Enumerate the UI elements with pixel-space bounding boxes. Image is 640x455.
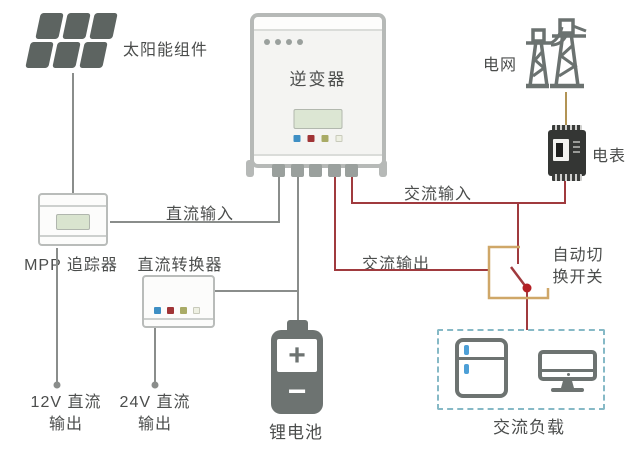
inverter-status-leds: [293, 135, 343, 142]
meter-icon: [552, 174, 582, 181]
meter-indicator-marks: [573, 141, 580, 156]
led-blue: [293, 135, 301, 142]
grid-label: 电网: [483, 57, 518, 74]
ac-input-label: 交流输入: [403, 186, 473, 203]
inverter-box: 逆变器: [250, 13, 386, 168]
inverter-terminal: [309, 164, 322, 177]
solar-panel-icon: [25, 13, 118, 68]
solar-panel-row: [35, 13, 118, 39]
transfer-switch-label: 自动切 换开关: [552, 247, 604, 286]
wire-ac-input: [351, 176, 566, 204]
dc-24v-output-label: 24V 直流 输出: [119, 394, 191, 433]
led-olive: [180, 307, 187, 314]
inverter-lcd-screen: [293, 109, 343, 129]
inverter-header-strip: [254, 17, 382, 31]
monitor-stand: [561, 381, 574, 388]
terminal-dot-12v: [53, 381, 61, 389]
dc-converter-label: 直流转换器: [137, 257, 223, 274]
converter-status-leds: [154, 307, 200, 314]
ac-output-label: 交流输出: [361, 256, 431, 273]
refrigerator-icon: [455, 338, 508, 398]
transfer-switch-lever: [510, 266, 527, 288]
wire-ac-output: [334, 176, 489, 271]
inverter-mount-flange: [379, 160, 387, 177]
inverter-label: 逆变器: [289, 70, 347, 89]
inverter-mount-flange: [246, 160, 254, 177]
dc-converter-box: [142, 275, 215, 328]
monitor-base: [551, 388, 584, 392]
inverter-terminal: [328, 164, 341, 177]
ac-load-label: 交流负载: [493, 418, 565, 437]
terminal-dot-24v: [151, 381, 159, 389]
led-pale: [335, 135, 343, 142]
battery-icon: + −: [271, 330, 323, 414]
mpp-footer-strip: [40, 235, 106, 237]
mpp-label: MPP 追踪器: [24, 257, 118, 274]
mpp-lcd-screen: [56, 214, 90, 230]
battery-minus-icon: −: [287, 373, 307, 409]
led-red: [307, 135, 315, 142]
dc-input-label: 直流输入: [165, 206, 235, 223]
solar-panel-row: [25, 42, 118, 68]
led-olive: [321, 135, 329, 142]
inverter-footer-strip: [254, 154, 382, 164]
meter-label: 电表: [592, 148, 627, 165]
mpp-header-strip: [40, 195, 106, 207]
solar-panel-label: 太阳能组件: [123, 42, 209, 59]
monitor-icon: [538, 350, 597, 381]
inverter-terminal: [345, 164, 358, 177]
battery-plus-icon: +: [277, 339, 317, 372]
led-pale: [193, 307, 200, 314]
power-grid-icon: [526, 18, 587, 89]
meter-display: [553, 139, 569, 161]
dc-12v-output-label: 12V 直流 输出: [30, 394, 102, 433]
meter-icon: [552, 125, 582, 132]
converter-footer-strip: [144, 318, 213, 320]
led-blue: [154, 307, 161, 314]
transfer-switch-contact-dot: [522, 283, 532, 293]
battery-label: 锂电池: [269, 423, 323, 442]
vent-dots-icon: [264, 39, 303, 45]
ac-load-dashed-box: [437, 329, 605, 410]
mpp-tracker-box: [38, 193, 108, 246]
wire-dc-input: [110, 176, 280, 223]
transfer-switch-bracket: [487, 245, 550, 300]
led-red: [167, 307, 174, 314]
inverter-terminal: [272, 164, 285, 177]
inverter-terminal: [291, 164, 304, 177]
